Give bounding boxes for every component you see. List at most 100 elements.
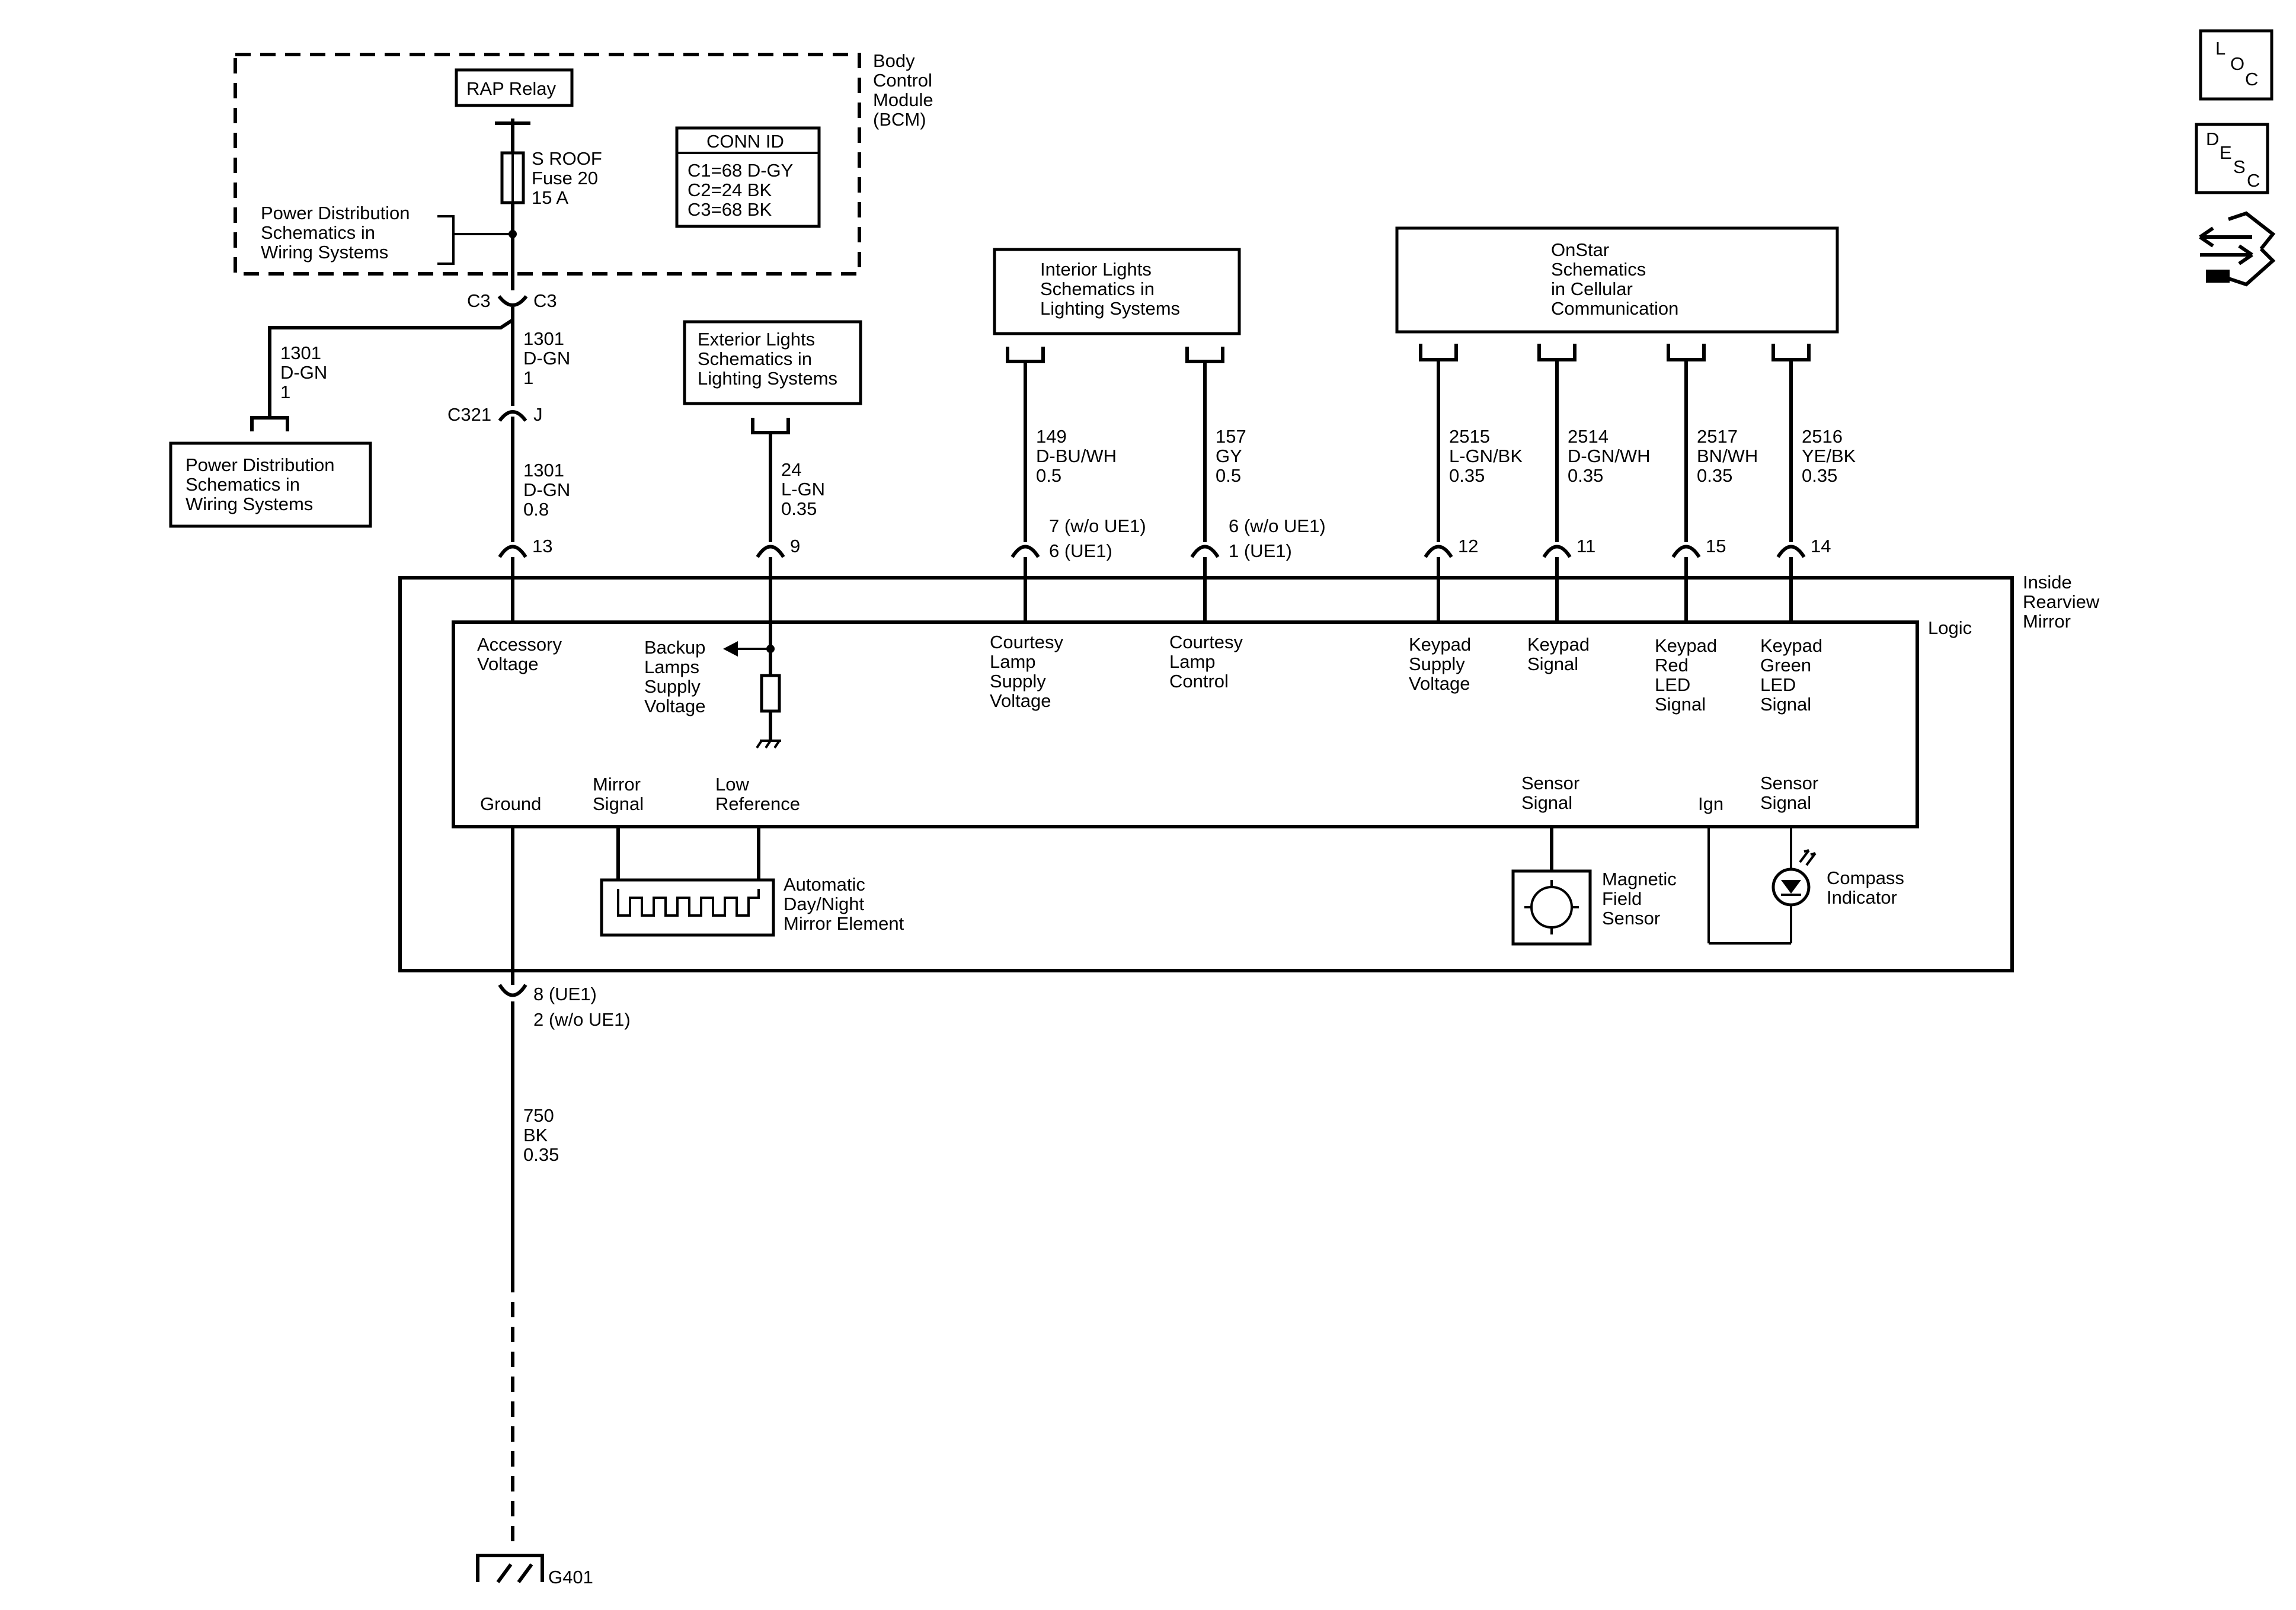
bcm-label-1: Body — [873, 50, 915, 71]
pd-inner-1: Power Distribution — [261, 203, 410, 223]
sensor-signal-2a: Sensor — [1760, 773, 1818, 793]
courtesy-supply-2: Lamp — [990, 651, 1036, 672]
ground-pin-connector — [498, 984, 527, 997]
rap-relay-label: RAP Relay — [466, 78, 557, 99]
keypad-red-3: LED — [1655, 674, 1690, 695]
connector-views-icon[interactable] — [2199, 211, 2276, 287]
pin-14: 14 — [1811, 536, 1831, 556]
mirror-element-waveform — [617, 889, 760, 917]
keypad-signal-1: Keypad — [1527, 634, 1590, 655]
keypad-green-2: Green — [1760, 655, 1811, 676]
pin-9: 9 — [790, 536, 800, 556]
conn-id-c1: C1=68 D-GY — [687, 160, 793, 181]
courtesy-supply-4: Voltage — [990, 690, 1051, 711]
interior-3: Lighting Systems — [1040, 298, 1180, 319]
pd-outer-1: Power Distribution — [186, 454, 335, 475]
wire-1301a-circuit: 1301 — [280, 343, 321, 363]
keypad-supply-3: Voltage — [1409, 673, 1470, 694]
sensor-signal-2b: Signal — [1760, 792, 1811, 813]
pin-connectors — [498, 545, 1806, 558]
wire-1301a-size: 1 — [280, 382, 290, 402]
pd-inner-2: Schematics in — [261, 222, 375, 243]
mirror-label-1: Inside — [2023, 572, 2072, 593]
interior-2: Schematics in — [1040, 279, 1155, 299]
keypad-green-3: LED — [1760, 674, 1796, 695]
svg-text:O: O — [2230, 53, 2244, 74]
wire-2515-circuit: 2515 — [1449, 426, 1490, 447]
keypad-supply-1: Keypad — [1409, 634, 1471, 655]
wire-157-color: GY — [1216, 446, 1242, 466]
keypad-red-4: Signal — [1655, 694, 1706, 715]
exterior-2: Schematics in — [698, 348, 812, 369]
wire-1301c-circuit: 1301 — [523, 460, 564, 481]
wire-149-size: 0.5 — [1036, 465, 1061, 486]
backup-3: Supply — [644, 676, 701, 697]
wire-750-size: 0.35 — [523, 1144, 559, 1165]
wire-24-circuit: 24 — [781, 459, 801, 480]
low-ref-1: Low — [715, 774, 749, 795]
exterior-1: Exterior Lights — [698, 329, 815, 350]
pd-inner-3: Wiring Systems — [261, 242, 388, 263]
auto-mirror-3: Mirror Element — [784, 913, 904, 934]
wire-1301b-color: D-GN — [523, 348, 570, 369]
keypad-red-1: Keypad — [1655, 635, 1717, 656]
onstar-1: OnStar — [1551, 239, 1609, 260]
desc-icon[interactable]: D E S C — [2195, 123, 2269, 194]
wire-2515-color: L-GN/BK — [1449, 446, 1523, 466]
pin-149-a: 7 (w/o UE1) — [1049, 516, 1146, 536]
exterior-lights-box — [683, 320, 862, 405]
mirror-label-3: Mirror — [2023, 611, 2071, 632]
wire-2516-circuit: 2516 — [1802, 426, 1843, 447]
pin-157-b: 1 (UE1) — [1229, 540, 1292, 561]
svg-text:E: E — [2220, 142, 2232, 163]
loc-icon[interactable]: L O C — [2199, 29, 2273, 101]
wire-157-circuit: 157 — [1216, 426, 1246, 447]
pin-13: 13 — [532, 536, 552, 556]
mag-sensor-2: Field — [1602, 888, 1642, 909]
interior-lights-box — [993, 248, 1241, 335]
bcm-label-2: Control — [873, 70, 932, 91]
wire-2517-circuit: 2517 — [1697, 426, 1738, 447]
auto-mirror-1: Automatic — [784, 874, 865, 895]
courtesy-control-2: Lamp — [1169, 651, 1216, 672]
conn-id-title: CONN ID — [706, 131, 784, 152]
wire-2514-size: 0.35 — [1568, 465, 1603, 486]
wire-2516-color: YE/BK — [1802, 446, 1856, 466]
backup-resistor — [760, 674, 781, 713]
wire-1301c-size: 0.8 — [523, 499, 549, 520]
mirror-signal-2: Signal — [593, 793, 644, 814]
pd-outer-3: Wiring Systems — [186, 494, 313, 514]
svg-text:L: L — [2215, 38, 2225, 59]
sensor-signal-1a: Sensor — [1521, 773, 1579, 793]
wire-2514-circuit: 2514 — [1568, 426, 1609, 447]
auto-mirror-2: Day/Night — [784, 894, 864, 914]
svg-text:C: C — [2245, 69, 2258, 89]
logic-label: Logic — [1928, 617, 1972, 638]
wire-2517-color: BN/WH — [1697, 446, 1758, 466]
accessory-voltage-1: Accessory — [477, 634, 562, 655]
keypad-signal-2: Signal — [1527, 654, 1578, 674]
wire-157-size: 0.5 — [1216, 465, 1241, 486]
courtesy-supply-1: Courtesy — [990, 632, 1064, 652]
svg-text:D: D — [2206, 129, 2219, 149]
mag-sensor-3: Sensor — [1602, 908, 1660, 929]
mirror-label-2: Rearview — [2023, 591, 2100, 612]
conn-id-c3: C3=68 BK — [687, 199, 772, 220]
keypad-green-1: Keypad — [1760, 635, 1822, 656]
compass-1: Compass — [1827, 868, 1904, 888]
courtesy-control-1: Courtesy — [1169, 632, 1243, 652]
c3-left: C3 — [467, 290, 491, 311]
conn-id-c2: C2=24 BK — [687, 180, 772, 200]
sensor-signal-1b: Signal — [1521, 792, 1572, 813]
c3-right: C3 — [533, 290, 557, 311]
gnd-pin-2: 2 (w/o UE1) — [533, 1009, 631, 1030]
mag-sensor-1: Magnetic — [1602, 869, 1677, 889]
wire-24-color: L-GN — [781, 479, 825, 500]
conn-id-box — [675, 126, 821, 228]
backup-arrow — [723, 641, 738, 657]
pin-149-b: 6 (UE1) — [1049, 540, 1112, 561]
c321-right: J — [533, 404, 543, 425]
gnd-pin-1: 8 (UE1) — [533, 984, 597, 1004]
wire-2516-size: 0.35 — [1802, 465, 1837, 486]
